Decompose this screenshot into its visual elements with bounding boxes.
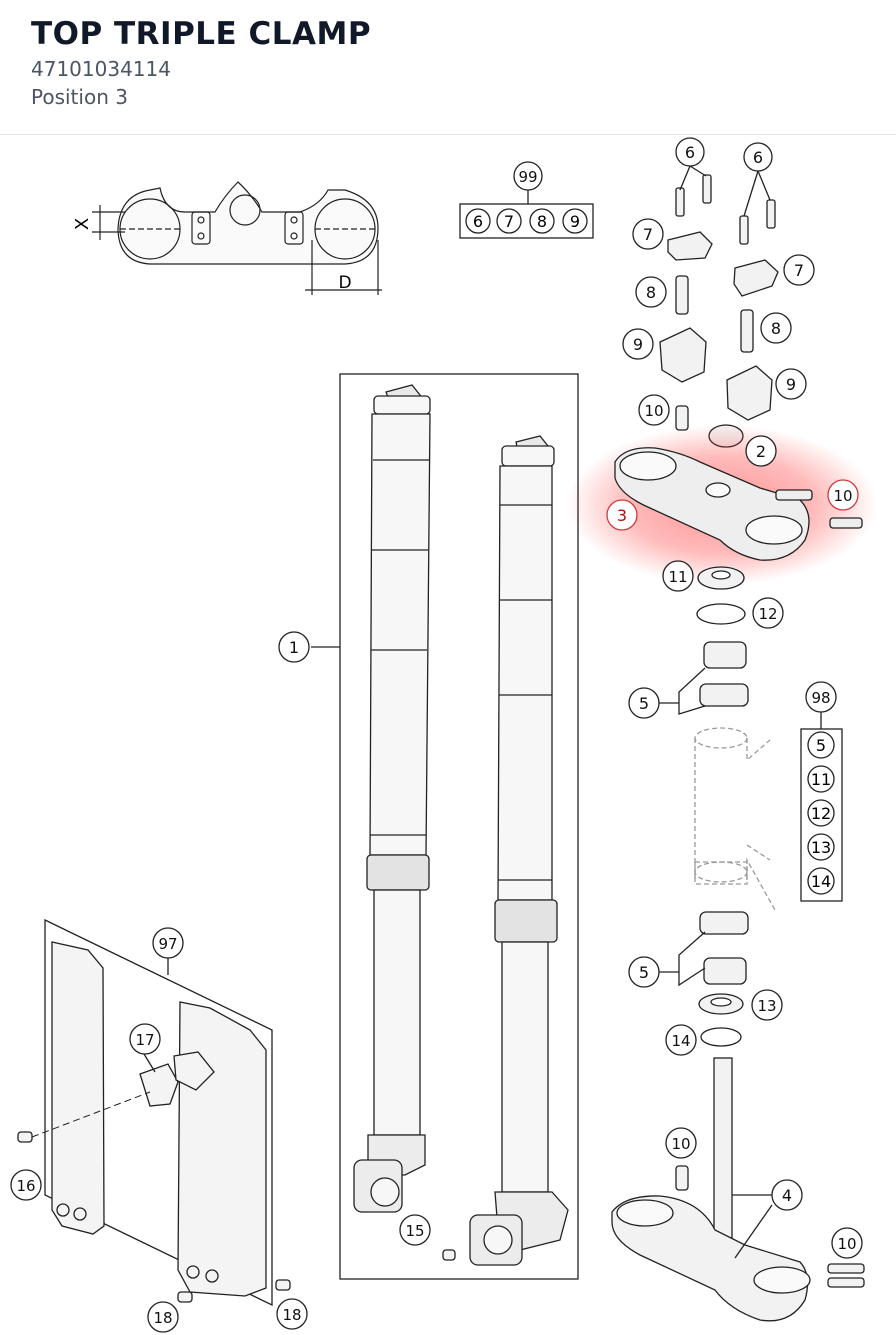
page-title: TOP TRIPLE CLAMP (31, 16, 372, 52)
dimension-sketch (92, 181, 382, 295)
kit98-item: 12 (811, 804, 831, 823)
dimension-d-label: D (338, 273, 351, 293)
callout-15[interactable]: 15 (405, 1222, 424, 1240)
callout-9[interactable]: 9 (786, 375, 796, 394)
callout-10[interactable]: 10 (644, 402, 663, 420)
kit99-item: 8 (537, 212, 547, 231)
callout-circles (10, 137, 863, 1333)
callout-16[interactable]: 16 (16, 1177, 35, 1195)
header: TOP TRIPLE CLAMP 47101034114 Position 3 (0, 0, 896, 135)
callout-7[interactable]: 7 (794, 261, 804, 280)
kit98-item: 11 (811, 770, 831, 789)
callout-1[interactable]: 1 (289, 638, 299, 657)
kit98-item: 13 (811, 838, 831, 857)
kit98-item: 14 (811, 872, 831, 891)
top-triple-clamp[interactable] (614, 447, 863, 561)
fork-assembly (339, 373, 579, 1280)
exploded-parts-diagram: X D 6 7 8 9 5 11 12 13 14 (10, 137, 877, 1333)
part-number: 47101034114 (31, 57, 171, 81)
kit99-item: 7 (504, 212, 514, 231)
callout-98[interactable]: 98 (811, 689, 830, 707)
callout-6[interactable]: 6 (753, 148, 763, 167)
callout-18[interactable]: 18 (153, 1309, 172, 1327)
bearing-parts (611, 566, 865, 1322)
callout-99[interactable]: 99 (518, 168, 537, 186)
callout-8[interactable]: 8 (771, 319, 781, 338)
dimension-x-label: X (72, 218, 93, 230)
callout-11[interactable]: 11 (668, 568, 687, 586)
kit98-item: 5 (816, 736, 826, 755)
callout-10[interactable]: 10 (837, 1235, 856, 1253)
callout-14[interactable]: 14 (671, 1032, 690, 1050)
callout-7[interactable]: 7 (643, 225, 653, 244)
callout-4[interactable]: 4 (782, 1186, 792, 1205)
callout-5[interactable]: 5 (639, 963, 649, 982)
callout-97[interactable]: 97 (158, 935, 177, 953)
callout-3[interactable]: 3 (617, 506, 627, 525)
callout-9[interactable]: 9 (633, 335, 643, 354)
stem-parts (659, 174, 779, 448)
dashed-leader-16 (31, 1091, 151, 1138)
bracket-5 (659, 667, 706, 987)
callout-12[interactable]: 12 (758, 605, 777, 623)
callout-2[interactable]: 2 (756, 442, 766, 461)
kit99-item: 6 (473, 212, 483, 231)
kit-98: 5 11 12 13 14 (800, 710, 843, 902)
callout-18[interactable]: 18 (282, 1306, 301, 1324)
callout-17[interactable]: 17 (135, 1031, 154, 1049)
callout-8[interactable]: 8 (646, 283, 656, 302)
fork-guards (17, 918, 456, 1307)
callout-5[interactable]: 5 (639, 694, 649, 713)
callout-13[interactable]: 13 (757, 997, 776, 1015)
callout-6[interactable]: 6 (685, 143, 695, 162)
callout-10[interactable]: 10 (833, 487, 852, 505)
kit-99: 6 7 8 9 (459, 190, 594, 239)
position-label: Position 3 (31, 85, 128, 109)
callout-leaders (143, 165, 773, 1259)
callout-10[interactable]: 10 (671, 1135, 690, 1153)
kit99-item: 9 (570, 212, 580, 231)
